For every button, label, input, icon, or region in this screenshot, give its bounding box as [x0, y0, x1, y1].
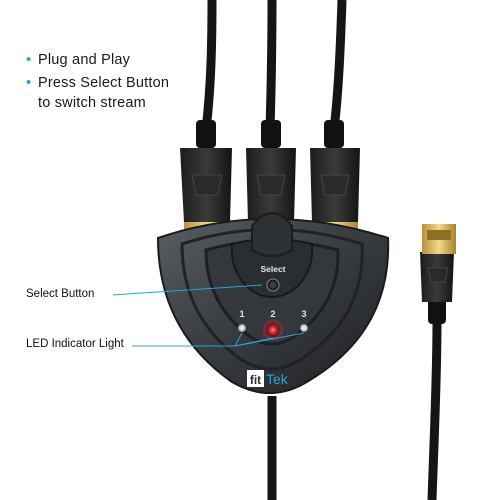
- callout-led-indicator: LED Indicator Light: [26, 338, 124, 350]
- feature-plug-and-play: • Plug and Play: [26, 50, 226, 70]
- feature-press-select: • Press Select Button to switch stream: [26, 73, 226, 113]
- led-port-1: [238, 324, 246, 332]
- bullet-icon: •: [26, 51, 32, 68]
- port-number-1: 1: [239, 309, 244, 319]
- callout-select-button: Select Button: [26, 288, 95, 300]
- port-number-2: 2: [270, 309, 275, 319]
- hdmi-plug-middle: [246, 120, 296, 230]
- feature-list: • Plug and Play • Press Select Button to…: [26, 50, 226, 116]
- feature-text: Plug and Play: [38, 52, 131, 68]
- led-port-3: [300, 324, 308, 332]
- hdmi-plug-right: [310, 120, 360, 230]
- bullet-icon: •: [26, 74, 32, 91]
- hdmi-plug-left: [180, 120, 232, 230]
- hdmi-plug-output: [420, 224, 456, 500]
- svg-text:fit: fit: [250, 373, 261, 387]
- port-number-3: 3: [301, 309, 306, 319]
- led-port-2-active: [267, 324, 279, 336]
- feature-text: Press Select Button to switch stream: [38, 75, 170, 111]
- brand-logo: fit Tek: [247, 370, 289, 387]
- select-label: Select: [260, 264, 285, 274]
- select-button[interactable]: [266, 278, 280, 292]
- svg-text:Tek: Tek: [266, 371, 289, 387]
- switch-body: [156, 212, 390, 394]
- input-cables: [201, 0, 347, 131]
- callout-lines: [112, 284, 305, 347]
